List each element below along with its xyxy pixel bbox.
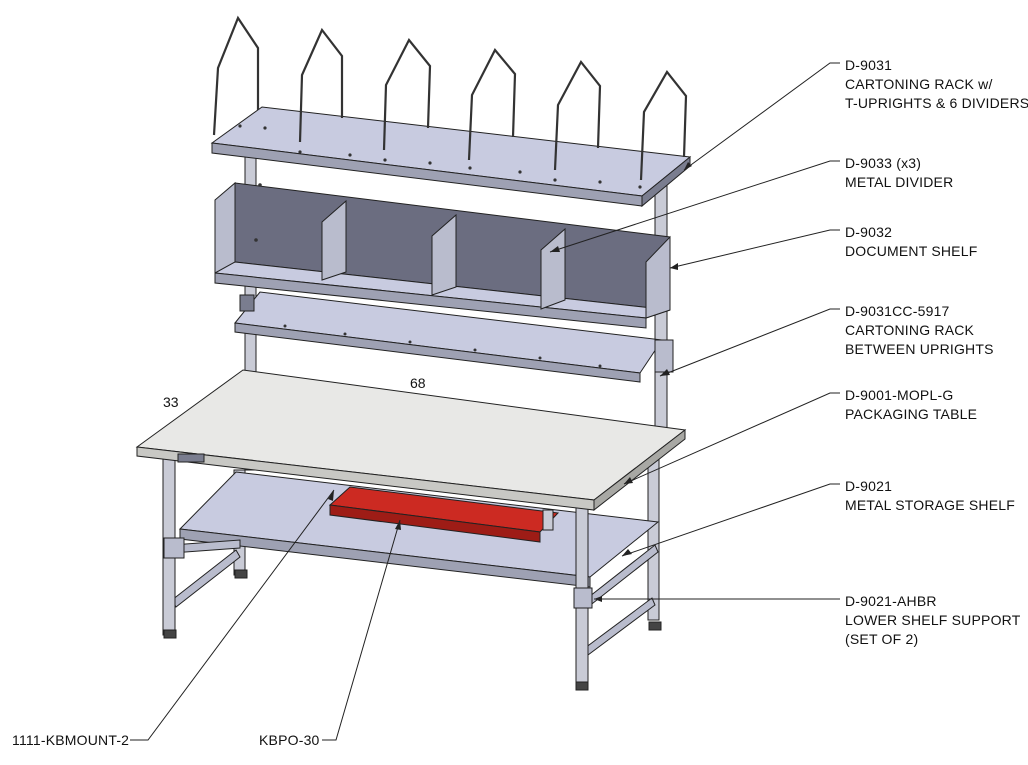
callout-divider-part: D-9033 (x3) xyxy=(845,155,922,171)
left-shelf-support-bracket xyxy=(163,537,185,559)
doc-shelf-left-end xyxy=(214,181,236,274)
callout-rack-desc-1: CARTONING RACK w/ xyxy=(845,76,993,92)
callout-between: D-9031CC-5917 CARTONING RACK BETWEEN UPR… xyxy=(845,302,994,359)
leader-arrowheads xyxy=(328,162,692,602)
callout-table: D-9001-MOPL-G PACKAGING TABLE xyxy=(845,386,977,424)
callout-rack-desc-2: T-UPRIGHTS & 6 DIVIDERS xyxy=(845,95,1028,111)
callout-storage: D-9021 METAL STORAGE SHELF xyxy=(845,477,1015,515)
callout-support-part: D-9021-AHBR xyxy=(845,593,937,609)
left-low-rail xyxy=(171,549,241,608)
divider-wire-5 xyxy=(553,60,602,171)
between-uprights-shelf xyxy=(234,291,674,383)
callout-storage-desc: METAL STORAGE SHELF xyxy=(845,497,1016,513)
packaging-table-top xyxy=(135,369,687,512)
between-shelf-holes xyxy=(283,324,602,368)
callout-docshelf-part: D-9032 xyxy=(845,224,893,240)
divider-wire-1 xyxy=(212,15,260,136)
callout-support-desc-1: LOWER SHELF SUPPORT xyxy=(845,612,1021,628)
leader-kbmount xyxy=(130,489,335,741)
leader-rack xyxy=(683,62,840,171)
callout-docshelf: D-9032 DOCUMENT SHELF xyxy=(845,223,977,261)
metal-divider-1 xyxy=(321,199,347,281)
callout-between-part: D-9031CC-5917 xyxy=(845,303,950,319)
divider-wire-2 xyxy=(298,27,344,143)
doc-shelf-holes xyxy=(254,183,262,242)
leader-docshelf xyxy=(669,229,840,269)
divider-wire-4 xyxy=(467,48,517,161)
depth-dimension: 33 xyxy=(163,394,179,410)
divider-wire-6 xyxy=(639,70,688,181)
leader-kbpo xyxy=(322,519,401,741)
right-upright xyxy=(654,184,668,446)
right-bracket xyxy=(654,339,674,373)
callout-rack-part: D-9031 xyxy=(845,57,893,73)
callout-divider-desc: METAL DIVIDER xyxy=(845,174,954,190)
foot-back-right xyxy=(648,621,662,631)
width-dimension: 68 xyxy=(410,375,426,391)
doc-shelf-front-lip xyxy=(214,272,647,329)
foot-front-right xyxy=(575,681,589,691)
callout-storage-part: D-9021 xyxy=(845,478,893,494)
tabletop-side-edge xyxy=(593,428,686,512)
left-bracket xyxy=(239,294,255,312)
power-strip xyxy=(177,453,205,463)
leader-lines xyxy=(130,62,840,741)
foot-back-left xyxy=(234,569,248,579)
callout-kbpo: KBPO-30 xyxy=(259,731,320,750)
foot-front-left xyxy=(163,629,177,639)
storage-shelf-front xyxy=(179,528,591,588)
document-shelf xyxy=(214,181,671,329)
leader-between xyxy=(659,308,840,377)
leader-table xyxy=(623,392,840,485)
t-upright-dividers xyxy=(212,15,688,181)
callout-table-part: D-9001-MOPL-G xyxy=(845,387,954,403)
between-shelf-front xyxy=(234,322,641,383)
cartoning-rack xyxy=(210,15,692,208)
callout-kbmount: 1111-KBMOUNT-2 xyxy=(12,731,129,750)
right-low-rail xyxy=(584,597,656,656)
callout-support-desc-2: (SET OF 2) xyxy=(845,631,919,647)
rack-holes xyxy=(238,124,642,189)
callout-rack: D-9031 CARTONING RACK w/ T-UPRIGHTS & 6 … xyxy=(845,56,1028,113)
kb-tray-front xyxy=(329,504,541,543)
kb-mount-bracket xyxy=(542,509,554,531)
callout-table-desc: PACKAGING TABLE xyxy=(845,406,978,422)
callout-between-desc-1: CARTONING RACK xyxy=(845,322,975,338)
callout-kbpo-part: KBPO-30 xyxy=(259,732,320,748)
keyboard-tray xyxy=(328,486,560,543)
leader-divider xyxy=(549,160,840,253)
metal-divider-2 xyxy=(431,213,457,296)
callout-divider: D-9033 (x3) METAL DIVIDER xyxy=(845,154,953,192)
leader-storage xyxy=(621,483,840,557)
doc-shelf-right-end xyxy=(645,235,671,319)
callout-support: D-9021-AHBR LOWER SHELF SUPPORT (SET OF … xyxy=(845,592,1020,649)
right-shelf-support-bracket xyxy=(573,587,593,609)
callout-kbmount-part: 1111-KBMOUNT-2 xyxy=(12,732,130,748)
divider-wire-3 xyxy=(382,37,432,151)
callout-between-desc-2: BETWEEN UPRIGHTS xyxy=(845,341,994,357)
callout-docshelf-desc: DOCUMENT SHELF xyxy=(845,243,978,259)
